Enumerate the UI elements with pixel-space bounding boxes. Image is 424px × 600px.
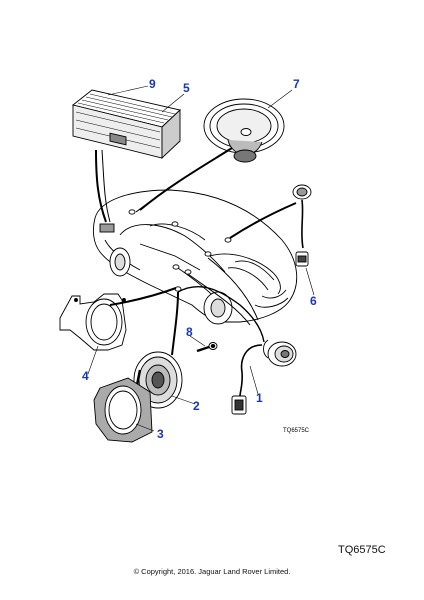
subwoofer bbox=[203, 98, 285, 163]
callout-9: 9 bbox=[149, 77, 156, 91]
callout-labels: 9 5 7 6 8 1 2 3 4 bbox=[82, 77, 317, 441]
leader-wires bbox=[95, 147, 297, 356]
reference-code-small: TQ6575C bbox=[283, 428, 310, 434]
copyright-notice: © Copyright, 2016. Jaguar Land Rover Lim… bbox=[133, 567, 291, 576]
callout-leaders bbox=[87, 85, 315, 432]
callout-7: 7 bbox=[293, 77, 300, 91]
tweeter-with-harness bbox=[231, 339, 297, 415]
reference-code-large: TQ6575C bbox=[338, 544, 386, 556]
callout-1: 1 bbox=[256, 391, 263, 405]
amplifier-module bbox=[71, 89, 181, 160]
callout-4: 4 bbox=[82, 369, 89, 383]
callout-6: 6 bbox=[310, 294, 317, 308]
callout-3: 3 bbox=[157, 427, 164, 441]
callout-5: 5 bbox=[183, 81, 190, 95]
callout-2: 2 bbox=[193, 399, 200, 413]
callout-8: 8 bbox=[186, 325, 193, 339]
screw bbox=[196, 342, 218, 353]
speaker-bracket bbox=[59, 293, 127, 351]
car-outline bbox=[92, 189, 298, 325]
tweeter-harness-upper bbox=[292, 184, 312, 267]
speaker-adaptor-ring bbox=[93, 377, 153, 443]
